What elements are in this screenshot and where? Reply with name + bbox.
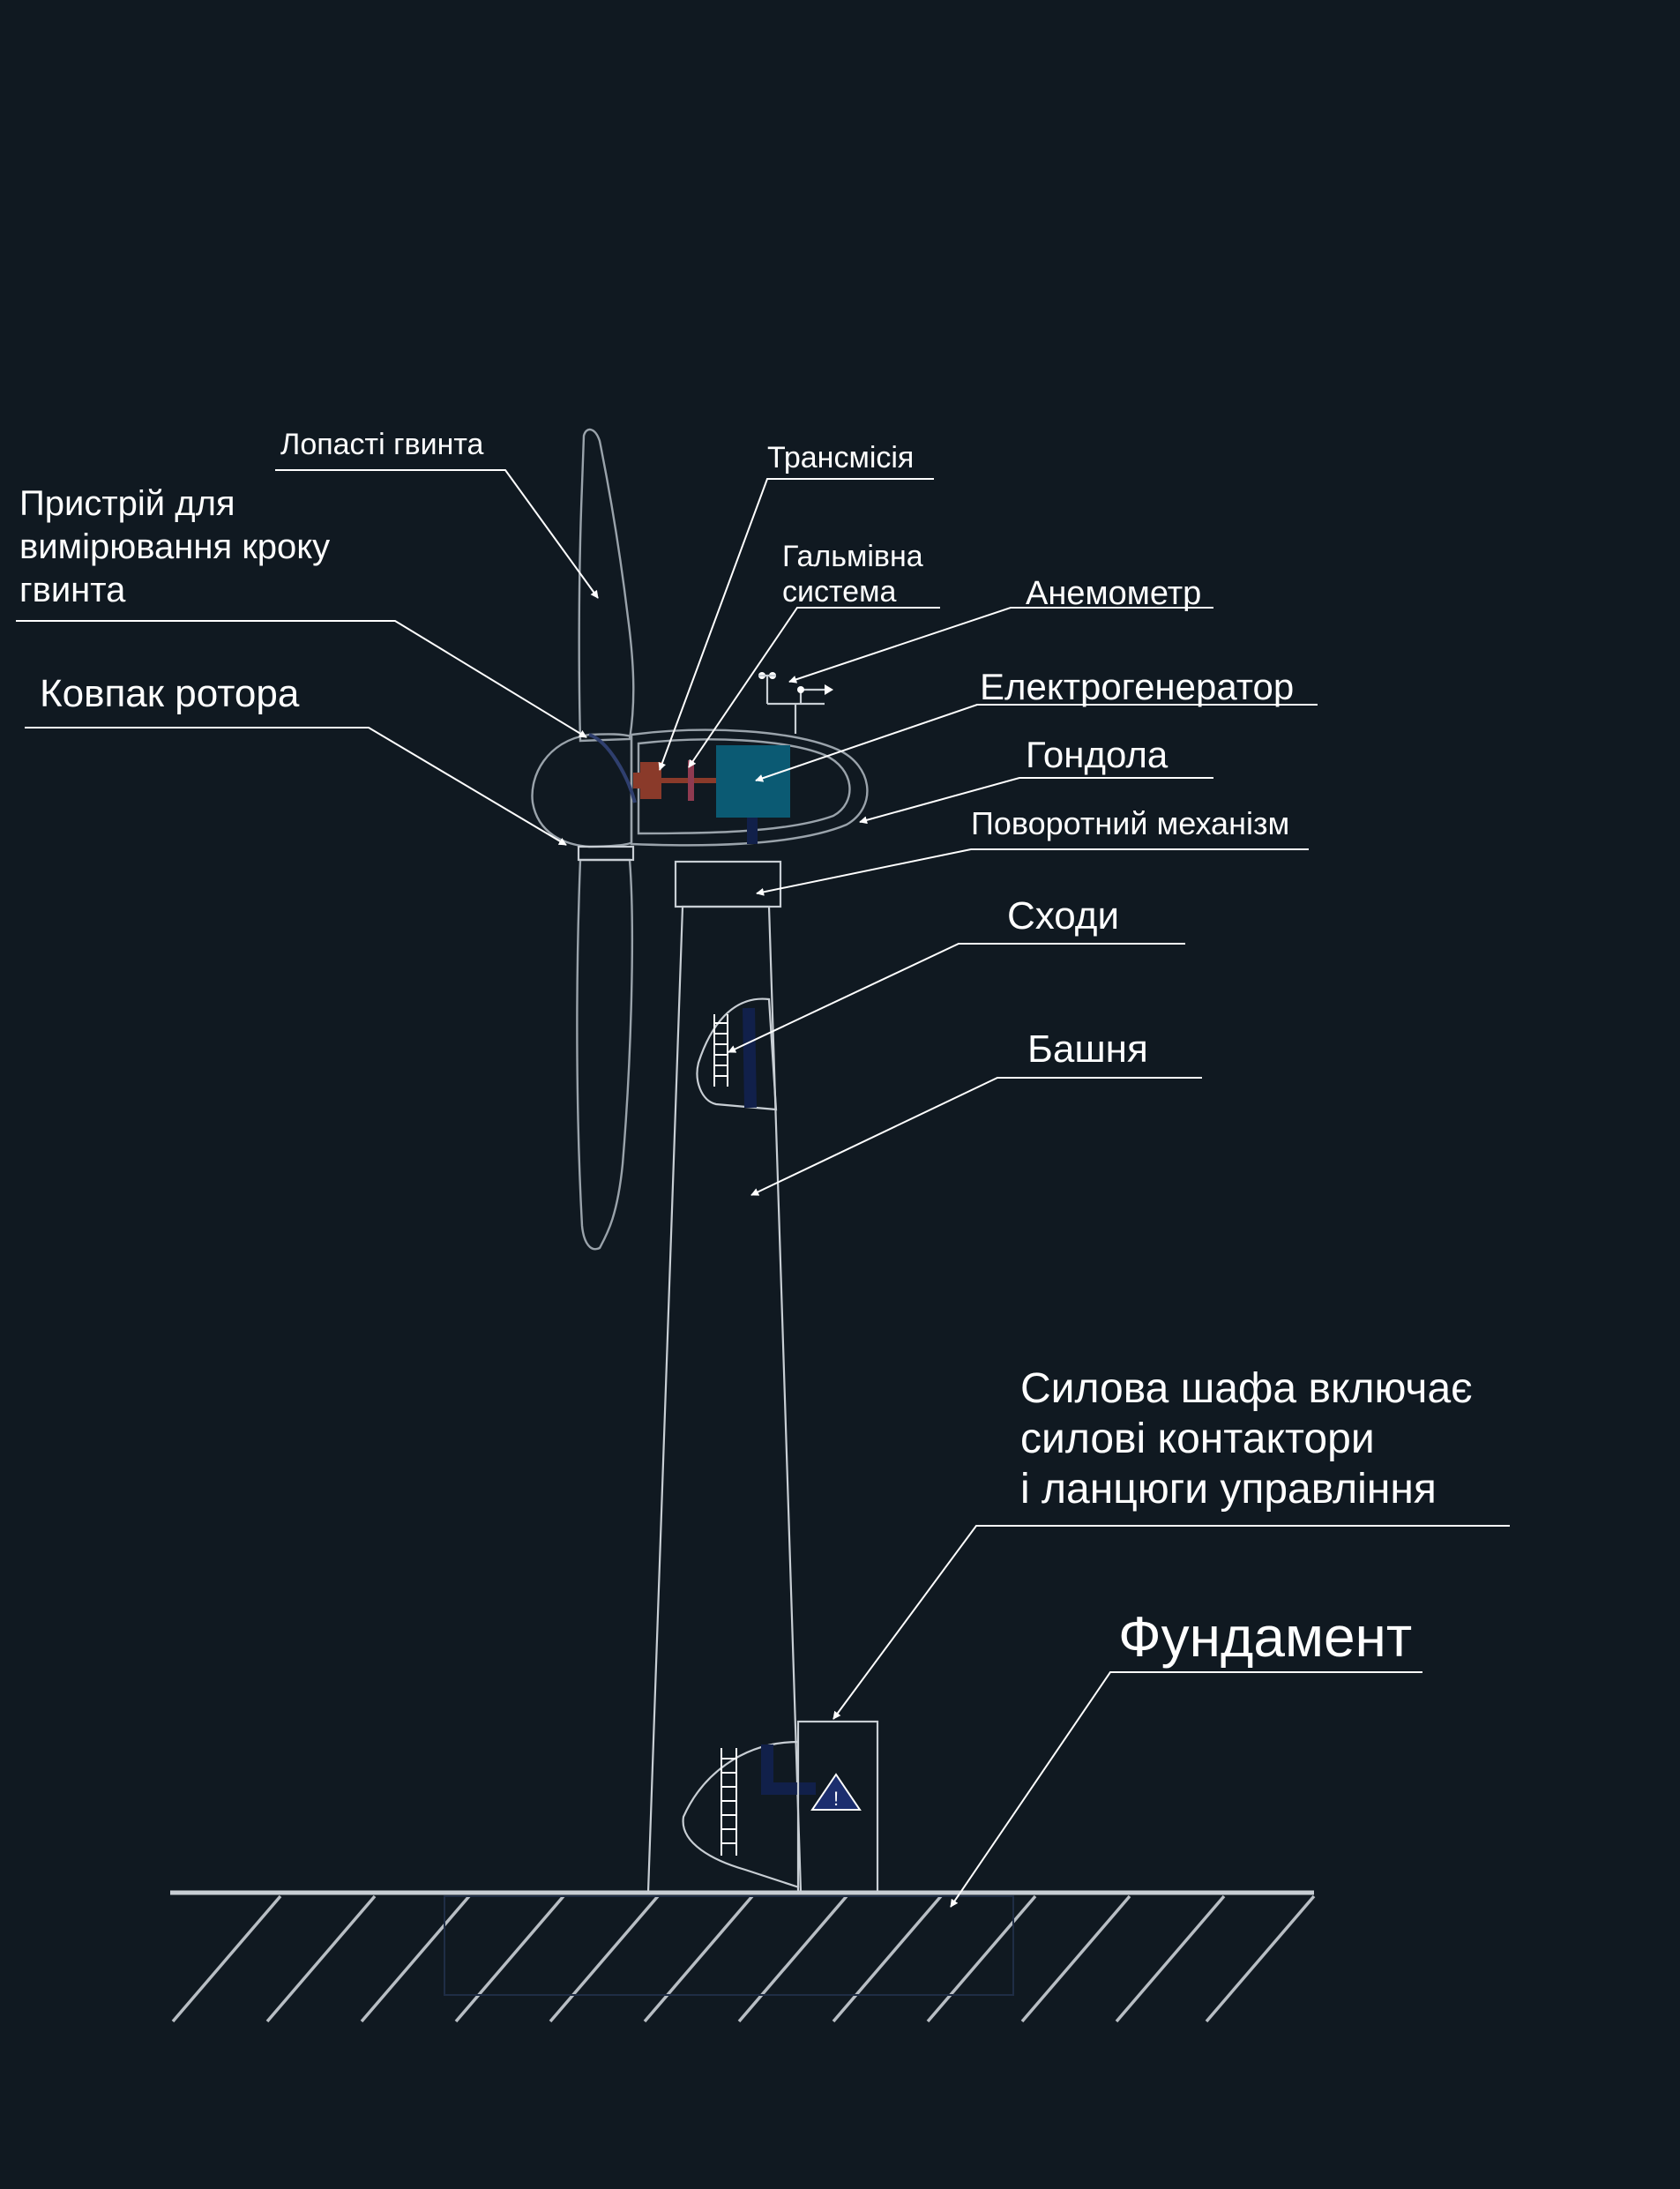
blade-bottom xyxy=(576,858,634,1251)
blade-top xyxy=(578,428,635,743)
label-pitch-line1: Пристрій для xyxy=(19,484,235,523)
leader-cabinet xyxy=(833,1525,1510,1720)
leader-generator xyxy=(755,704,1318,782)
power-cabinet: ! xyxy=(796,1720,879,1894)
foundation-block xyxy=(444,1895,1014,1996)
nacelle xyxy=(630,672,869,847)
label-ladder: Сходи xyxy=(1007,894,1119,938)
label-anemometer: Анемометр xyxy=(1026,575,1201,612)
leader-hub xyxy=(25,727,567,846)
label-generator: Електрогенератор xyxy=(980,666,1294,707)
anemometer xyxy=(758,672,833,734)
rotor xyxy=(531,428,637,1251)
lower-ladder-cutaway xyxy=(682,1740,816,1889)
label-cabinet-line2: силові контактори xyxy=(1020,1416,1375,1462)
brake-system xyxy=(688,760,694,801)
leader-lines xyxy=(16,469,1510,1908)
label-tower: Башня xyxy=(1027,1027,1148,1071)
leader-tower xyxy=(750,1077,1202,1196)
leader-nacelle xyxy=(859,777,1213,825)
nacelle-shell xyxy=(630,728,869,847)
yaw-mechanism xyxy=(674,860,782,908)
label-brake-line1: Гальмівна xyxy=(782,540,923,573)
label-hub: Ковпак ротора xyxy=(40,672,300,715)
label-transmission: Трансмісія xyxy=(767,441,914,474)
leader-anemometer xyxy=(788,607,1213,684)
lower-ladder xyxy=(721,1748,737,1856)
nacelle-inner xyxy=(637,738,851,835)
ground xyxy=(170,1890,1316,2023)
upper-ladder xyxy=(713,1014,728,1087)
label-nacelle: Гондола xyxy=(1026,734,1169,775)
label-blades: Лопасті гвинта xyxy=(280,428,484,461)
power-cabinet-box xyxy=(796,1720,879,1894)
label-foundation: Фундамент xyxy=(1118,1605,1412,1669)
label-cabinet-line3: і ланцюги управління xyxy=(1020,1466,1437,1513)
leader-brake xyxy=(688,607,940,768)
warning-mark: ! xyxy=(833,1788,839,1810)
warning-triangle-icon: ! xyxy=(810,1773,862,1811)
upper-ladder-cutaway xyxy=(696,997,778,1111)
generator xyxy=(716,745,790,818)
transmission xyxy=(633,762,716,799)
leader-foundation xyxy=(950,1671,1422,1908)
leader-ladder xyxy=(728,943,1185,1053)
leader-transmission xyxy=(658,478,934,771)
leader-pitch xyxy=(16,620,587,738)
label-pitch-line2: вимірювання кроку xyxy=(19,527,330,566)
leader-yaw xyxy=(756,848,1309,896)
label-yaw: Поворотний механізм xyxy=(971,805,1289,841)
ground-hatching xyxy=(171,1894,1316,2023)
hub-base xyxy=(577,845,635,862)
label-cabinet-line1: Силова шафа включає xyxy=(1020,1365,1473,1412)
labels: Лопасті гвинта Пристрій для вимірювання … xyxy=(19,428,1473,1669)
label-pitch-line3: гвинта xyxy=(19,571,126,609)
leader-blades xyxy=(275,469,599,599)
label-brake-line2: система xyxy=(782,575,896,609)
rotor-hub-cap xyxy=(531,733,633,848)
generator-mount xyxy=(747,818,758,844)
pitch-device xyxy=(588,733,637,803)
tower: ! xyxy=(646,905,879,1894)
